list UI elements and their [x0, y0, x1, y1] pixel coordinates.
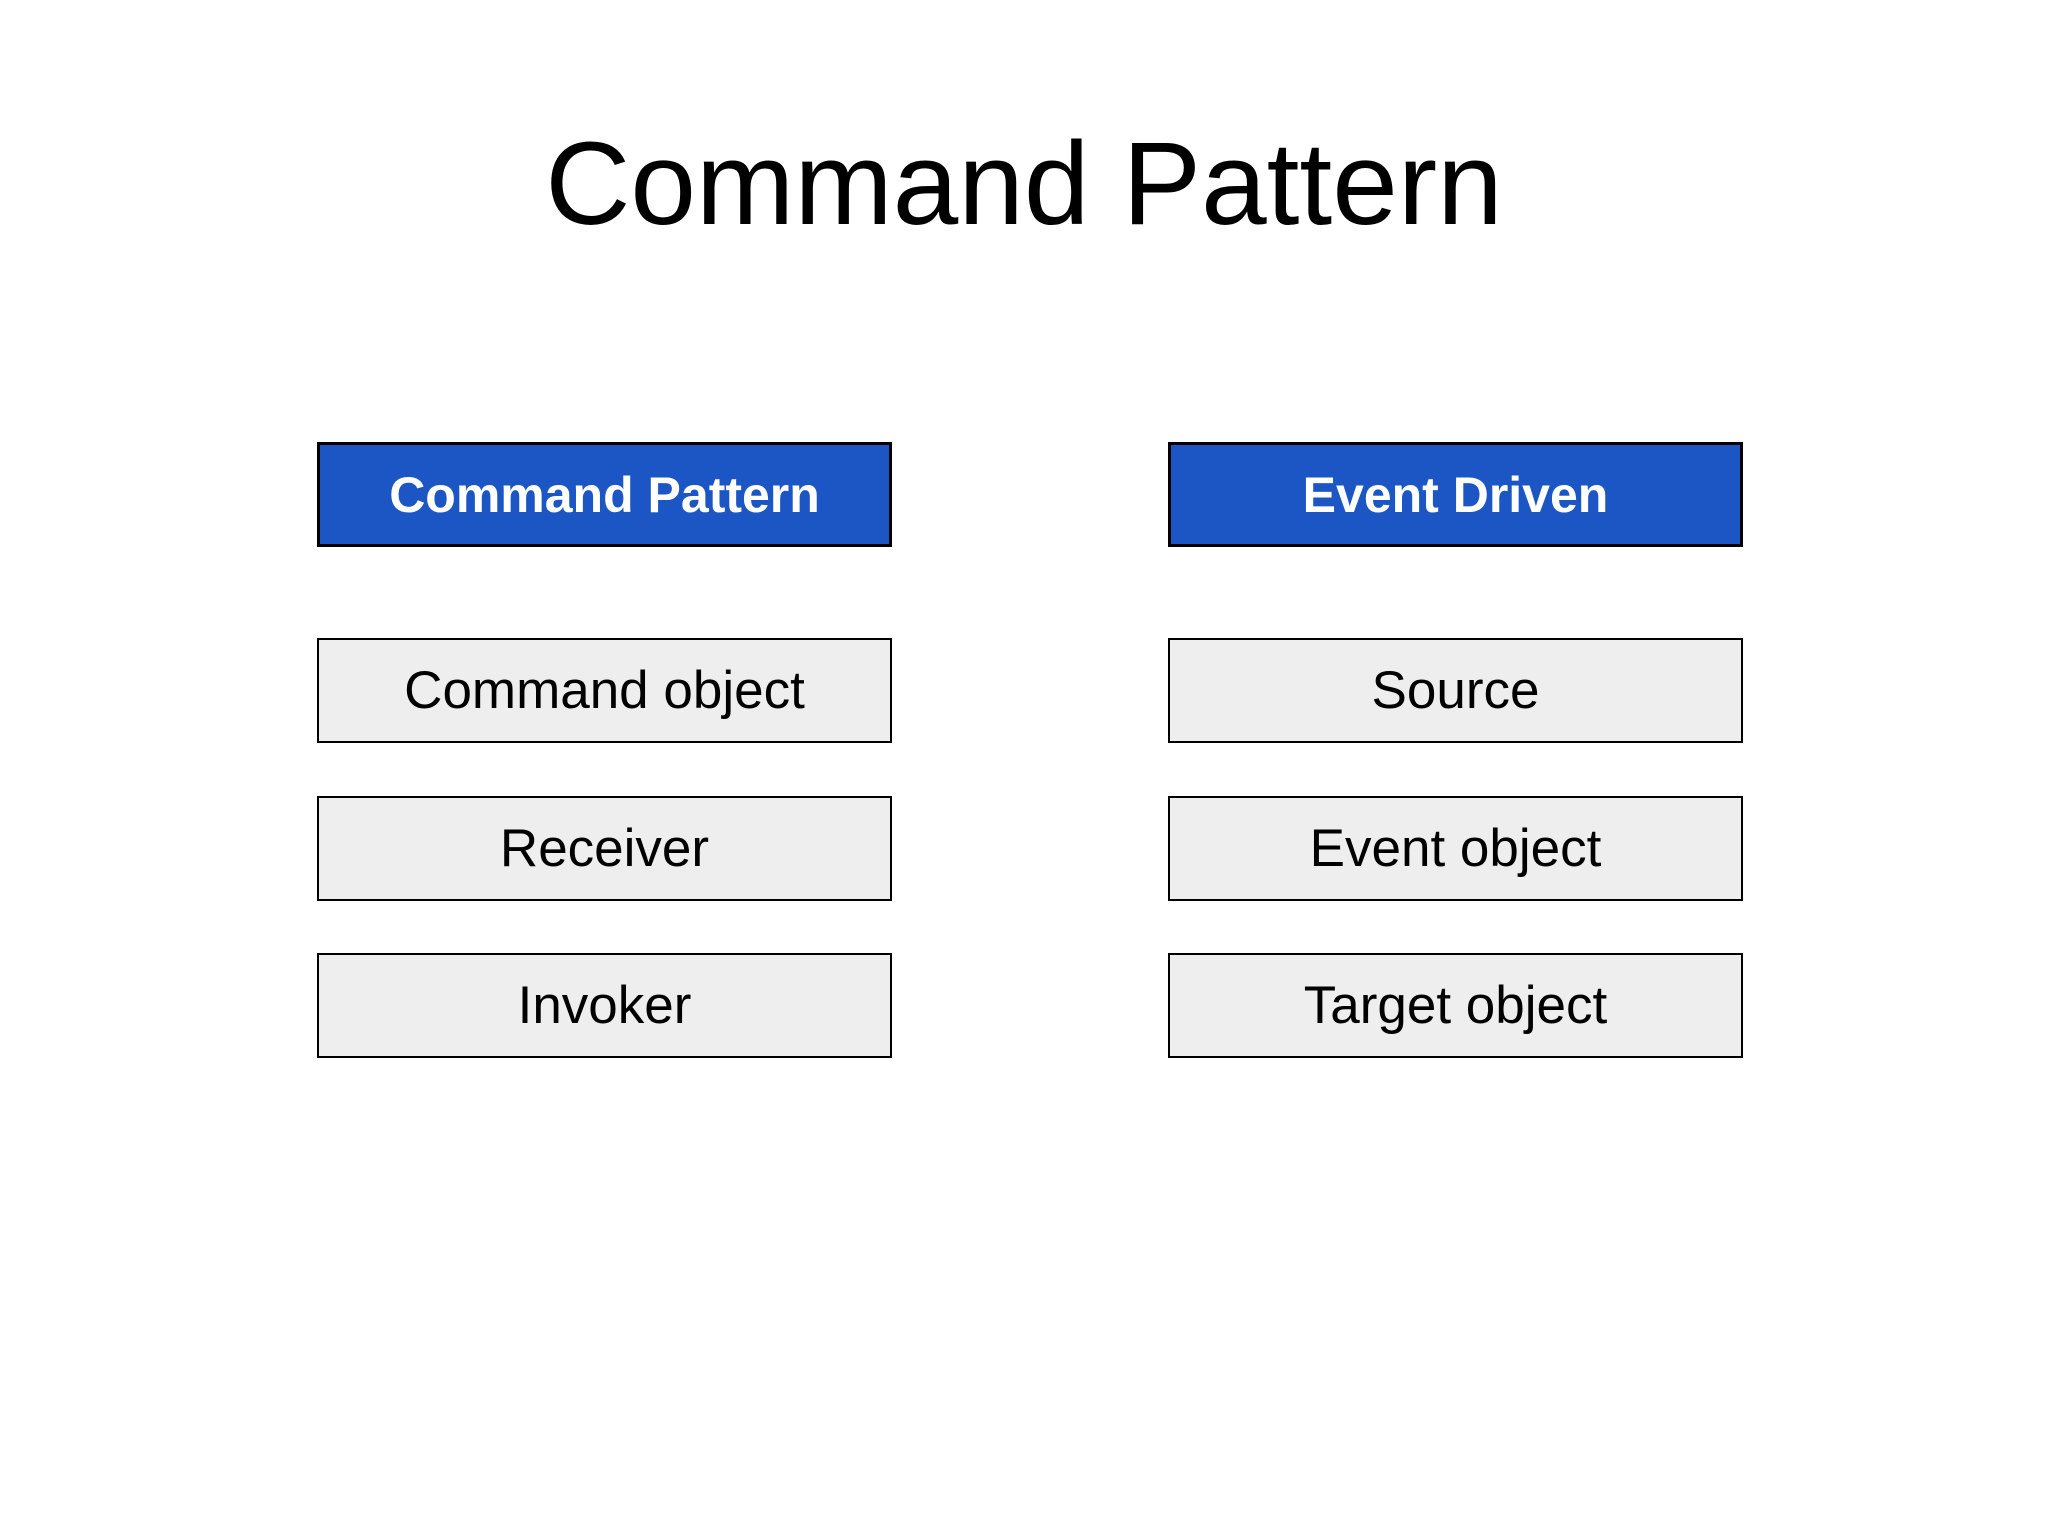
slide-title: Command Pattern	[545, 118, 1503, 250]
item-box-receiver: Receiver	[317, 796, 892, 901]
item-label-invoker: Invoker	[517, 976, 692, 1035]
item-label-event-object: Event object	[1309, 819, 1602, 878]
item-box-target-object: Target object	[1168, 953, 1743, 1058]
item-label-command-object: Command object	[404, 661, 805, 720]
item-label-receiver: Receiver	[499, 819, 710, 878]
item-box-command-object: Command object	[317, 638, 892, 743]
header-box-command-pattern: Command Pattern	[317, 442, 892, 547]
item-box-source: Source	[1168, 638, 1743, 743]
item-box-invoker: Invoker	[317, 953, 892, 1058]
item-label-target-object: Target object	[1303, 976, 1608, 1035]
item-label-source: Source	[1371, 661, 1540, 720]
header-label-command-pattern: Command Pattern	[389, 466, 820, 523]
header-box-event-driven: Event Driven	[1168, 442, 1743, 547]
item-box-event-object: Event object	[1168, 796, 1743, 901]
header-label-event-driven: Event Driven	[1302, 466, 1609, 523]
